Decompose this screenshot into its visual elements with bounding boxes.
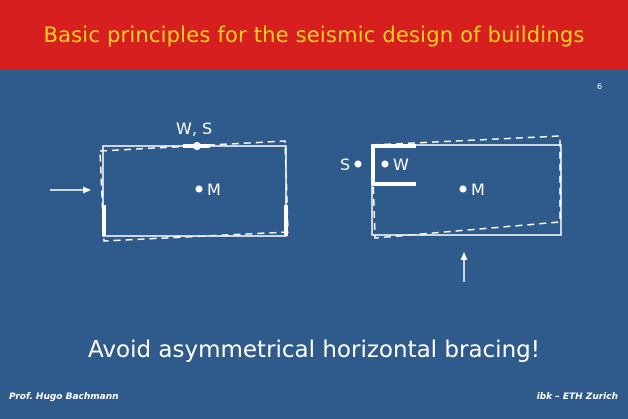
diagram-asymmetric: S W M xyxy=(340,135,562,282)
load-arrow-head xyxy=(460,252,468,260)
stiffness-shear-center-dot xyxy=(193,142,201,150)
load-arrow-head xyxy=(83,186,91,194)
floor-plan-outline xyxy=(102,145,287,237)
shear-center-dot xyxy=(354,160,362,168)
diagram-symmetric: W, S M xyxy=(50,119,289,242)
s-label: S xyxy=(340,155,350,174)
mass-center-dot xyxy=(195,185,203,193)
mass-center-dot xyxy=(459,185,467,193)
ws-label: W, S xyxy=(176,119,212,138)
displaced-outline xyxy=(371,135,561,239)
stiffness-center-dot xyxy=(381,160,389,168)
title-bar: Basic principles for the seismic design … xyxy=(0,0,628,70)
footer-author: Prof. Hugo Bachmann xyxy=(9,392,119,402)
displaced-outline xyxy=(99,140,289,242)
mass-center-label: M xyxy=(471,180,485,199)
floor-plan-outline xyxy=(371,144,562,236)
mass-center-label: M xyxy=(207,180,221,199)
main-caption: Avoid asymmetrical horizontal bracing! xyxy=(88,337,540,363)
footer-institution: ibk – ETH Zurich xyxy=(536,392,618,402)
w-label: W xyxy=(393,155,409,174)
page-number: 6 xyxy=(597,82,603,91)
slide-title: Basic principles for the seismic design … xyxy=(43,23,585,47)
